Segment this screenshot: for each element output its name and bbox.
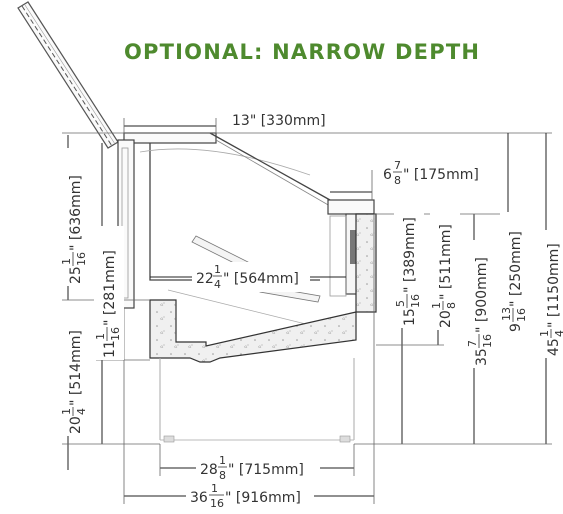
label-overall-height: 25 1 16 " [636mm] [60, 148, 90, 286]
case-body [117, 132, 377, 443]
svg-text:4: 4 [214, 278, 221, 291]
svg-text:" [715mm]: " [715mm] [228, 462, 304, 478]
svg-text:11: 11 [102, 340, 118, 358]
svg-text:7: 7 [394, 159, 401, 172]
svg-text:7: 7 [466, 340, 479, 347]
label-base-width: 28 1 8 " [715mm] [196, 454, 320, 484]
svg-text:16: 16 [515, 308, 528, 322]
svg-text:5: 5 [394, 300, 407, 307]
svg-text:1: 1 [60, 408, 73, 415]
svg-text:16: 16 [210, 497, 224, 510]
label-overall-width: 36 1 16 " [916mm] [186, 482, 314, 512]
svg-text:6: 6 [383, 167, 392, 183]
label-dim-1150: 45 1 4 " [1150mm] [538, 230, 563, 358]
label-dim-900: 35 7 16 " [900mm] [466, 240, 496, 368]
svg-text:20: 20 [68, 416, 84, 434]
svg-text:13: 13 [500, 307, 513, 321]
svg-text:" [389mm]: " [389mm] [402, 217, 418, 293]
svg-text:" [916mm]: " [916mm] [225, 490, 301, 506]
svg-text:28: 28 [200, 462, 218, 478]
label-dim-250: 9 13 16 " [250mm] [500, 212, 530, 334]
svg-text:9: 9 [508, 323, 524, 332]
svg-text:1: 1 [430, 302, 443, 309]
svg-text:36: 36 [190, 490, 208, 506]
svg-text:" [250mm]: " [250mm] [508, 231, 524, 307]
svg-text:" [900mm]: " [900mm] [474, 257, 490, 333]
svg-text:16: 16 [109, 327, 122, 341]
svg-text:15: 15 [402, 308, 418, 326]
svg-text:35: 35 [474, 348, 490, 366]
svg-text:8: 8 [394, 174, 401, 187]
svg-text:4: 4 [75, 408, 88, 415]
svg-text:1: 1 [60, 258, 73, 265]
svg-text:" [514mm]: " [514mm] [68, 330, 84, 406]
svg-text:20: 20 [438, 310, 454, 328]
svg-text:1: 1 [214, 263, 221, 276]
svg-text:1: 1 [538, 330, 551, 337]
diagram-title: OPTIONAL: NARROW DEPTH [124, 40, 481, 64]
svg-text:" [636mm]: " [636mm] [68, 175, 84, 251]
open-lid [17, 1, 119, 149]
svg-text:25: 25 [68, 266, 84, 284]
label-shelf-depth: 22 1 4 " [564mm] [192, 262, 310, 292]
svg-text:" [1150mm]: " [1150mm] [546, 243, 562, 328]
label-interior-height: 11 1 16 " [281mm] [94, 226, 124, 360]
svg-text:" [511mm]: " [511mm] [438, 224, 454, 300]
svg-text:1: 1 [94, 333, 107, 340]
label-top-depth: 13" [330mm] [228, 112, 338, 130]
svg-text:16: 16 [409, 294, 422, 308]
svg-text:22: 22 [196, 271, 214, 287]
svg-text:16: 16 [75, 252, 88, 266]
svg-text:8: 8 [445, 302, 458, 309]
svg-text:13" [330mm]: 13" [330mm] [232, 113, 326, 129]
svg-text:4: 4 [553, 330, 563, 337]
label-dim-511: 20 1 8 " [511mm] [430, 212, 460, 330]
label-front-offset: 6 7 8 " [175mm] [380, 158, 492, 188]
svg-text:" [564mm]: " [564mm] [223, 271, 299, 287]
svg-text:8: 8 [219, 469, 226, 482]
svg-text:16: 16 [481, 334, 494, 348]
svg-text:" [281mm]: " [281mm] [102, 250, 118, 326]
svg-text:45: 45 [546, 338, 562, 356]
svg-text:" [175mm]: " [175mm] [403, 167, 479, 183]
svg-text:1: 1 [219, 454, 226, 467]
label-base-height: 20 1 4 " [514mm] [60, 310, 90, 436]
label-dim-389: 15 5 16 " [389mm] [394, 200, 424, 328]
svg-text:1: 1 [211, 482, 218, 495]
